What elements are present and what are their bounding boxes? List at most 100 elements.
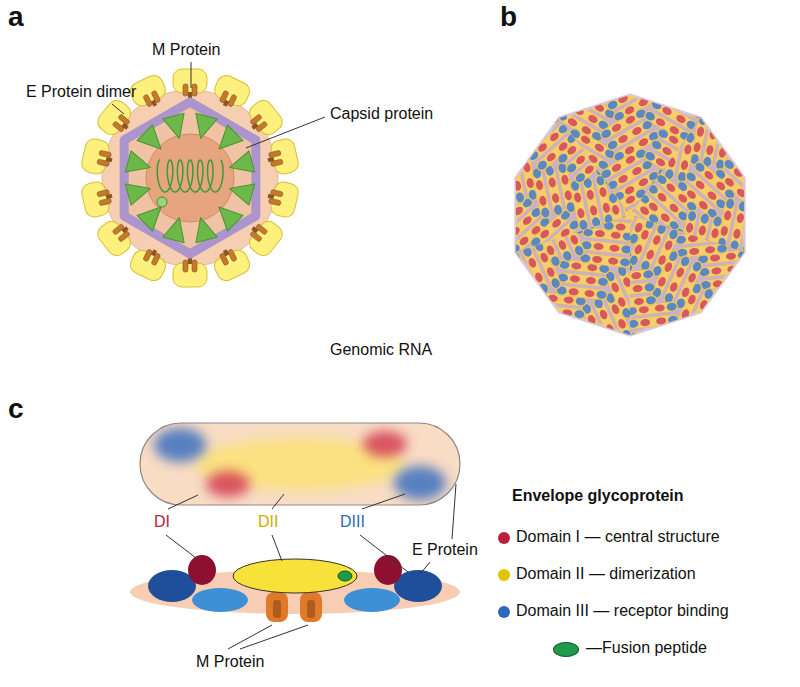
domain-i xyxy=(667,157,676,168)
domain-i xyxy=(561,322,572,330)
domain-i xyxy=(742,277,754,288)
domain-i xyxy=(663,231,673,243)
e-protein-dimer xyxy=(722,295,775,310)
domain-i xyxy=(562,309,573,317)
domain-i xyxy=(571,262,582,270)
e-protein-dimer xyxy=(674,172,704,224)
domain-iii xyxy=(687,324,698,336)
domain-iii xyxy=(481,168,494,180)
domain-i xyxy=(700,324,709,335)
domain-i xyxy=(749,215,758,226)
domain-iii xyxy=(704,65,717,78)
domain-i xyxy=(586,314,596,326)
domain-i xyxy=(641,332,652,340)
e-protein-lobe xyxy=(246,97,286,139)
domain-i xyxy=(549,97,561,108)
domain-iii xyxy=(664,324,674,335)
domain-iii xyxy=(766,170,779,182)
domain-i xyxy=(667,134,679,145)
domain-iii xyxy=(621,185,632,197)
domain-iii xyxy=(779,148,792,160)
e-protein-dimer xyxy=(579,253,632,268)
e-protein-dimer xyxy=(466,269,516,304)
e-protein-dimer xyxy=(743,166,793,201)
domain-i xyxy=(704,174,714,186)
domain-iii xyxy=(716,326,727,338)
e-protein-dimer xyxy=(473,218,523,253)
domain-iii xyxy=(620,61,630,72)
domain-iii xyxy=(512,128,525,140)
domain-i xyxy=(680,160,689,171)
domain-i xyxy=(639,306,650,314)
domain-iii xyxy=(664,143,675,155)
domain-i xyxy=(736,312,747,320)
domain-iii xyxy=(643,121,654,130)
domain-iii xyxy=(763,283,774,295)
domain-iii xyxy=(573,323,584,332)
domain-iii xyxy=(761,283,772,292)
domain-iii xyxy=(747,247,758,259)
e-protein-lobe xyxy=(127,247,168,283)
m-protein xyxy=(99,198,112,206)
domain-i xyxy=(735,299,746,307)
domain-iii xyxy=(668,101,679,113)
domain-iii xyxy=(766,210,779,222)
domain-i xyxy=(749,225,761,236)
m-protein xyxy=(99,150,112,158)
domain-i xyxy=(749,265,761,276)
domain-i xyxy=(681,184,691,196)
domain-i xyxy=(621,365,631,377)
domain-i xyxy=(624,34,636,45)
e-protein-dimer xyxy=(509,79,530,132)
domain-i xyxy=(618,73,627,84)
domain-i xyxy=(523,340,534,348)
domain-i xyxy=(646,349,655,360)
domain-i xyxy=(546,307,557,315)
domain-i xyxy=(522,306,533,314)
domain-i xyxy=(661,145,673,156)
leader-line xyxy=(246,117,325,148)
domain-i xyxy=(579,94,591,105)
domain-i xyxy=(704,192,714,204)
e-protein-dimer xyxy=(651,100,681,152)
domain-iii xyxy=(652,292,663,301)
domain-i xyxy=(521,353,532,361)
domain-i xyxy=(764,231,774,243)
domain-i xyxy=(722,331,732,343)
domain-iii xyxy=(590,102,603,115)
domain-i xyxy=(561,336,572,344)
domain-iii xyxy=(574,371,585,383)
e-protein-dimer xyxy=(603,333,624,386)
e-protein-dimer xyxy=(718,296,739,349)
domain-iii xyxy=(723,235,734,247)
domain-iii xyxy=(722,138,733,147)
domain-iii xyxy=(647,348,658,357)
domain-i xyxy=(641,170,652,178)
e-protein-dimer xyxy=(737,258,787,293)
e-protein-dimer xyxy=(675,81,728,96)
domain-iii xyxy=(621,329,632,341)
domain-iii xyxy=(745,248,758,260)
e-protein-dimer xyxy=(722,146,775,161)
domain-iii xyxy=(676,86,687,95)
domain-iii xyxy=(703,288,714,300)
m-protein-stem xyxy=(188,92,192,98)
domain-iii xyxy=(717,251,728,260)
domain-i xyxy=(642,172,651,183)
e-protein-dimer xyxy=(580,110,625,152)
domain-i xyxy=(616,372,627,380)
domain-iii xyxy=(474,219,487,231)
domain-i xyxy=(737,163,748,171)
e-protein-dimer xyxy=(723,308,776,323)
domain-i xyxy=(617,137,628,145)
domain-iii xyxy=(740,115,751,124)
domain-i xyxy=(657,238,667,250)
domain-iii xyxy=(745,208,758,220)
capsid-protein xyxy=(163,215,190,243)
domain-i xyxy=(681,206,691,218)
e-protein-dimer xyxy=(466,229,516,264)
domain-i xyxy=(491,134,503,145)
domain-i xyxy=(711,315,721,327)
domain-iii xyxy=(592,344,603,356)
domain-i xyxy=(687,199,697,211)
